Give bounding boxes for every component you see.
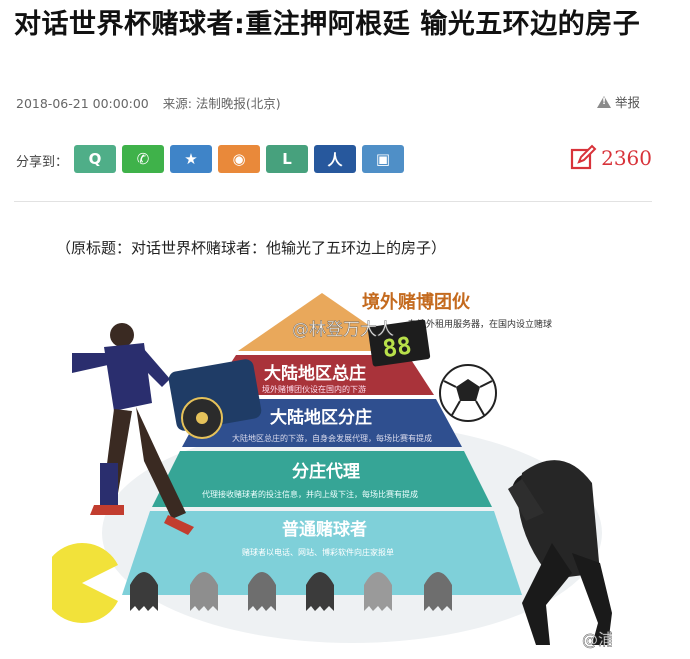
scoreboard-icon: 88 bbox=[367, 319, 431, 367]
roulette-icon bbox=[168, 359, 262, 439]
douban-icon: ▣ bbox=[375, 150, 391, 168]
tier-4-title: 普通赌球者 bbox=[282, 519, 367, 540]
publish-datetime: 2018-06-21 00:00:00 bbox=[16, 96, 149, 111]
top-tier-title: 境外赌博团伙 bbox=[362, 291, 471, 313]
share-label: 分享到： bbox=[16, 155, 69, 170]
report-label: 举报 bbox=[614, 95, 640, 110]
tier-2-desc: 大陆地区总庄的下游，自身会发展代理，每场比赛有提成 bbox=[232, 433, 432, 443]
article-headline: 对话世界杯赌球者:重注押阿根廷 输光五环边的房子 bbox=[14, 9, 641, 40]
tier-3-shape bbox=[152, 451, 492, 507]
share-wechat-button[interactable]: ✆ bbox=[122, 145, 164, 173]
top-tier-desc: 在境外租用服务器，在国内设立赌球 bbox=[408, 318, 552, 330]
top-tier-shape bbox=[238, 293, 406, 351]
qq-icon: Q bbox=[88, 150, 102, 168]
tier-4-shape bbox=[122, 511, 522, 595]
share-lofter-button[interactable]: L bbox=[266, 145, 308, 173]
pacman-icon bbox=[52, 543, 118, 623]
tier-3-desc: 代理接收赌球者的投注信息，并向上级下注，每场比赛有提成 bbox=[202, 489, 418, 499]
gambling-pyramid-infographic: 境外赌博团伙 在境外租用服务器，在国内设立赌球 大陆地区总庄 境外赌博团伙设在国… bbox=[52, 283, 612, 653]
article-lede: （原标题：对话世界杯赌球者：他输光了五环边上的房子） bbox=[56, 239, 447, 257]
divider bbox=[14, 201, 652, 202]
edit-comment-icon bbox=[570, 144, 597, 170]
article-source: 来源: 法制晚报(北京) bbox=[162, 96, 281, 111]
weibo-icon: ◉ bbox=[232, 150, 246, 168]
renren-icon: 人 bbox=[327, 150, 343, 169]
warning-icon bbox=[596, 95, 611, 108]
tier-4-desc: 赌球者以电话、网站、博彩软件向庄家报单 bbox=[242, 547, 394, 557]
share-douban-button[interactable]: ▣ bbox=[362, 145, 404, 173]
soccer-player-figure bbox=[72, 323, 194, 535]
report-button[interactable]: 举报 bbox=[596, 92, 640, 111]
article-meta: 2018-06-21 00:00:00 来源: 法制晚报(北京) bbox=[16, 93, 281, 112]
watermark-bottom: @浦东理财男 bbox=[582, 630, 612, 649]
comment-count: 2360 bbox=[601, 146, 652, 170]
share-qq-button[interactable]: Q bbox=[74, 145, 116, 173]
share-renren-button[interactable]: 人 bbox=[314, 145, 356, 173]
wechat-icon: ✆ bbox=[136, 150, 150, 168]
ghost-icons bbox=[130, 572, 452, 611]
watermark-top: @林登万大人 bbox=[292, 320, 394, 340]
tier-2-title: 大陆地区分庄 bbox=[270, 407, 372, 428]
lofter-icon: L bbox=[282, 150, 292, 168]
svg-text:88: 88 bbox=[381, 331, 414, 363]
tier-1-title: 大陆地区总庄 bbox=[264, 363, 366, 384]
share-qzone-button[interactable]: ★ bbox=[170, 145, 212, 173]
tier-3-title: 分庄代理 bbox=[292, 461, 360, 482]
share-weibo-button[interactable]: ◉ bbox=[218, 145, 260, 173]
despairing-man-figure bbox=[508, 460, 612, 645]
tier-1-desc: 境外赌博团伙设在国内的下游 bbox=[262, 384, 366, 394]
share-buttons: Q ✆ ★ ◉ L 人 ▣ bbox=[74, 145, 404, 173]
soccer-ball-icon bbox=[439, 364, 497, 422]
qzone-icon: ★ bbox=[184, 150, 198, 168]
comment-button[interactable]: 2360 bbox=[569, 144, 652, 172]
